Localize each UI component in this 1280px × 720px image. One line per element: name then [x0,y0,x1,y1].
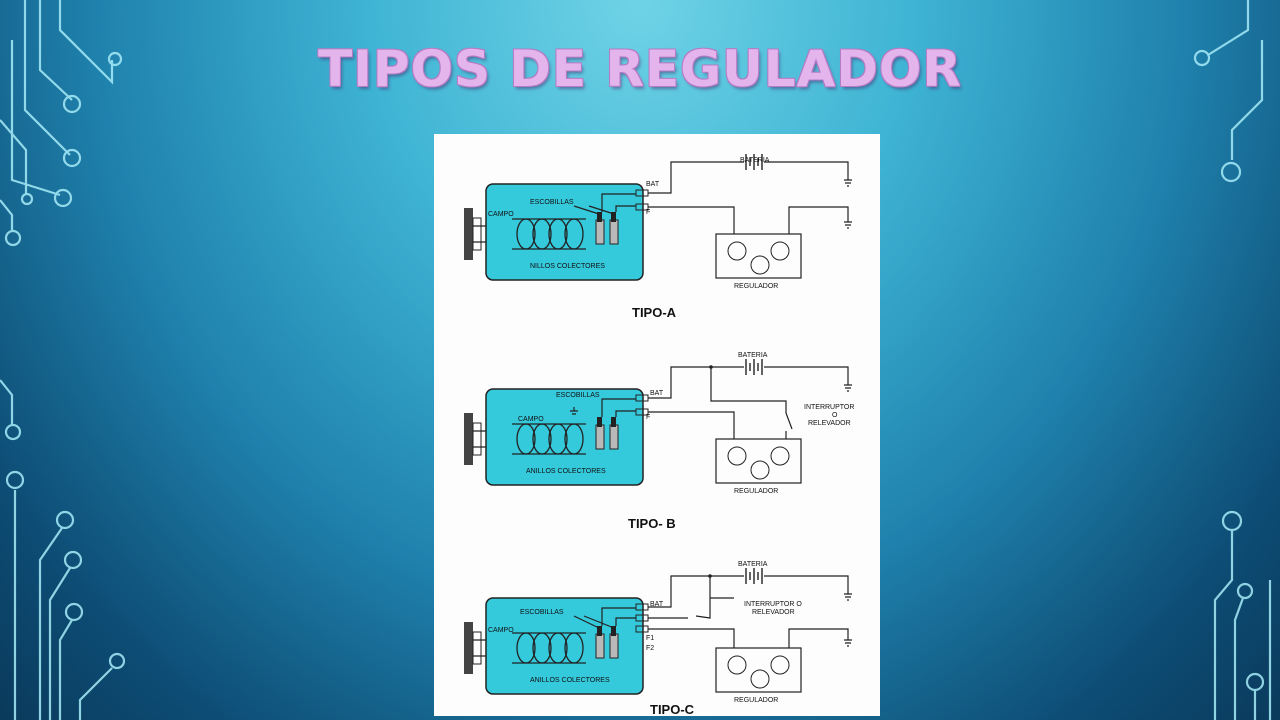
label-anillos: NILLOS COLECTORES [530,263,605,270]
label-anillos: ANILLOS COLECTORES [530,677,610,684]
slide-title: TIPOS DE REGULADOR [318,40,962,98]
label-escobillas: ESCOBILLAS [530,199,574,206]
label-bat: BAT [650,390,664,397]
label-bat: BAT [650,601,664,608]
label-bat: BAT [646,181,660,188]
label-interruptor: INTERRUPTOR [804,404,854,411]
label-f2: F2 [646,645,654,652]
label-f1: F1 [646,635,654,642]
label-relevador: RELEVADOR [752,609,795,616]
label-o: O [832,412,838,419]
label-anillos: ANILLOS COLECTORES [526,468,606,475]
label-escobillas: ESCOBILLAS [520,609,564,616]
diagram-tipo-a: BATERIA BAT F ESCOBILLAS CAMPO NILLOS CO… [464,154,852,320]
label-relevador: RELEVADOR [808,420,851,427]
diagram-tipo-b: BATERIA BAT F ESCOBILLAS CAMPO ANILLOS C… [464,352,854,531]
label-regulador: REGULADOR [734,283,778,290]
label-regulador: REGULADOR [734,697,778,704]
label-escobillas: ESCOBILLAS [556,392,600,399]
label-interruptor: INTERRUPTOR O [744,601,802,608]
label-bateria: BATERIA [738,352,768,359]
label-f: F [646,209,650,216]
label-f: F [646,414,650,421]
regulator-diagram-sheet: BATERIA BAT F ESCOBILLAS CAMPO NILLOS CO… [434,134,880,716]
diagram-tipo-c: BATERIA BAT F1 F2 ESCOBILLAS CAMPO ANILL… [464,561,852,716]
label-bateria: BATERIA [738,561,768,568]
label-campo: CAMPO [488,627,514,634]
label-campo: CAMPO [518,416,544,423]
label-bateria: BATERIA [740,157,770,164]
regulator-diagrams: BATERIA BAT F ESCOBILLAS CAMPO NILLOS CO… [464,154,854,716]
caption-tipo-c: TIPO-C [650,702,695,716]
caption-tipo-a: TIPO-A [632,305,677,320]
caption-tipo-b: TIPO- B [628,516,676,531]
label-campo: CAMPO [488,211,514,218]
label-regulador: REGULADOR [734,488,778,495]
